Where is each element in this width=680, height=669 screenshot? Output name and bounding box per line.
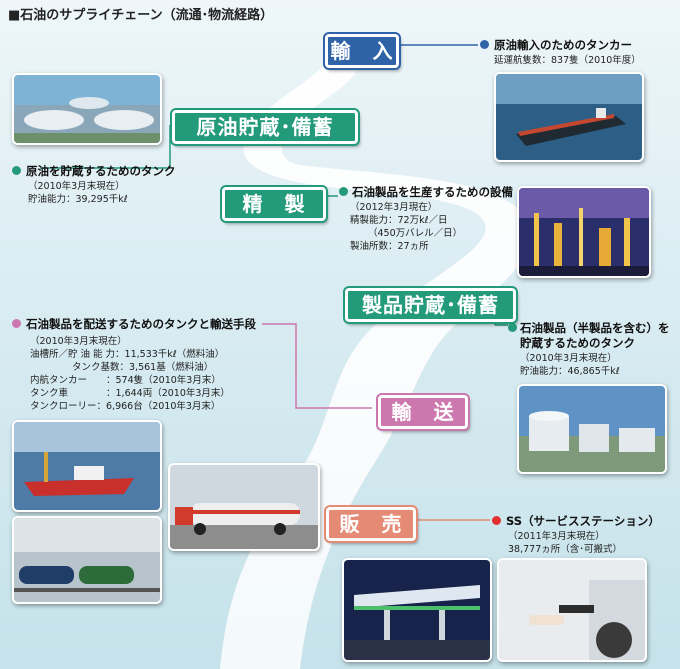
product-tank-photo: [517, 384, 667, 474]
stage-import: 輸 入: [323, 32, 401, 70]
transport-bullet: [12, 319, 21, 328]
refining-line4: 製油所数：27ヵ所: [350, 241, 429, 252]
transport-connector: [262, 323, 372, 409]
sales-line1: （2011年3月末現在）: [508, 531, 605, 542]
product-heading1: 石油製品（半製品を含む）を: [520, 321, 670, 335]
product-bullet: [508, 323, 517, 332]
product-line1: （2010年3月末現在）: [520, 353, 617, 364]
product-line2: 貯油能力：46,865千kℓ: [520, 366, 620, 377]
stage-sales: 販 売: [324, 505, 418, 543]
refining-line2: 精製能力：72万kℓ／日: [350, 215, 448, 226]
crude-tank-photo: [12, 73, 162, 145]
stage-refining: 精 製: [220, 185, 328, 223]
transport-heading: 石油製品を配送するためのタンクと輸送手段: [26, 317, 256, 331]
transport-line1: （2010年3月末現在）: [30, 336, 127, 347]
transport-line2: 油槽所／貯 油 能 力：11,533千kℓ（燃料油）: [30, 349, 225, 360]
refining-line3: （450万バレル／日）: [368, 228, 463, 239]
crude-line2: 貯油能力：39,295千kℓ: [28, 194, 128, 205]
import-line1: 延運航隻数：837隻（2010年度）: [494, 55, 641, 66]
sales-bullet: [492, 516, 501, 525]
refining-heading: 石油製品を生産するための設備: [352, 185, 513, 199]
crude-line1: （2010年3月末現在）: [28, 181, 125, 192]
transport-line3: タンク基数：3,561基（燃料油）: [72, 362, 214, 373]
import-bullet: [480, 40, 489, 49]
coastal-tanker-photo: [12, 420, 162, 512]
crude-bullet: [12, 166, 21, 175]
crude-heading: 原油を貯蔵するためのタンク: [26, 164, 176, 178]
stage-product-storage: 製品貯蔵･備蓄: [343, 286, 518, 324]
tanker-photo: [494, 72, 644, 162]
sales-heading: SS（サービスステーション）: [506, 514, 660, 528]
refining-line1: （2012年3月現在）: [350, 202, 438, 213]
transport-line6: タンクローリー：6,966台（2010年3月末）: [30, 401, 221, 412]
refining-bullet: [339, 187, 348, 196]
fueling-photo: [497, 558, 647, 662]
import-heading: 原油輸入のためのタンカー: [494, 38, 632, 52]
sales-line2: 38,777ヵ所（含･可搬式）: [508, 544, 622, 555]
page-title: ■石油のサプライチェーン（流通･物流経路）: [8, 8, 274, 23]
stage-transport: 輸 送: [376, 393, 470, 431]
refinery-photo: [517, 186, 651, 278]
transport-line4: 内航タンカー ：574隻（2010年3月末）: [30, 375, 221, 386]
tank-lorry-photo: [168, 463, 320, 551]
service-station-photo: [342, 558, 492, 662]
stage-crude-storage: 原油貯蔵･備蓄: [170, 108, 360, 146]
transport-line5: タンク車 ：1,644両（2010年3月末）: [30, 388, 230, 399]
product-heading2: 貯蔵するためのタンク: [520, 336, 635, 350]
tank-car-photo: [12, 516, 162, 604]
